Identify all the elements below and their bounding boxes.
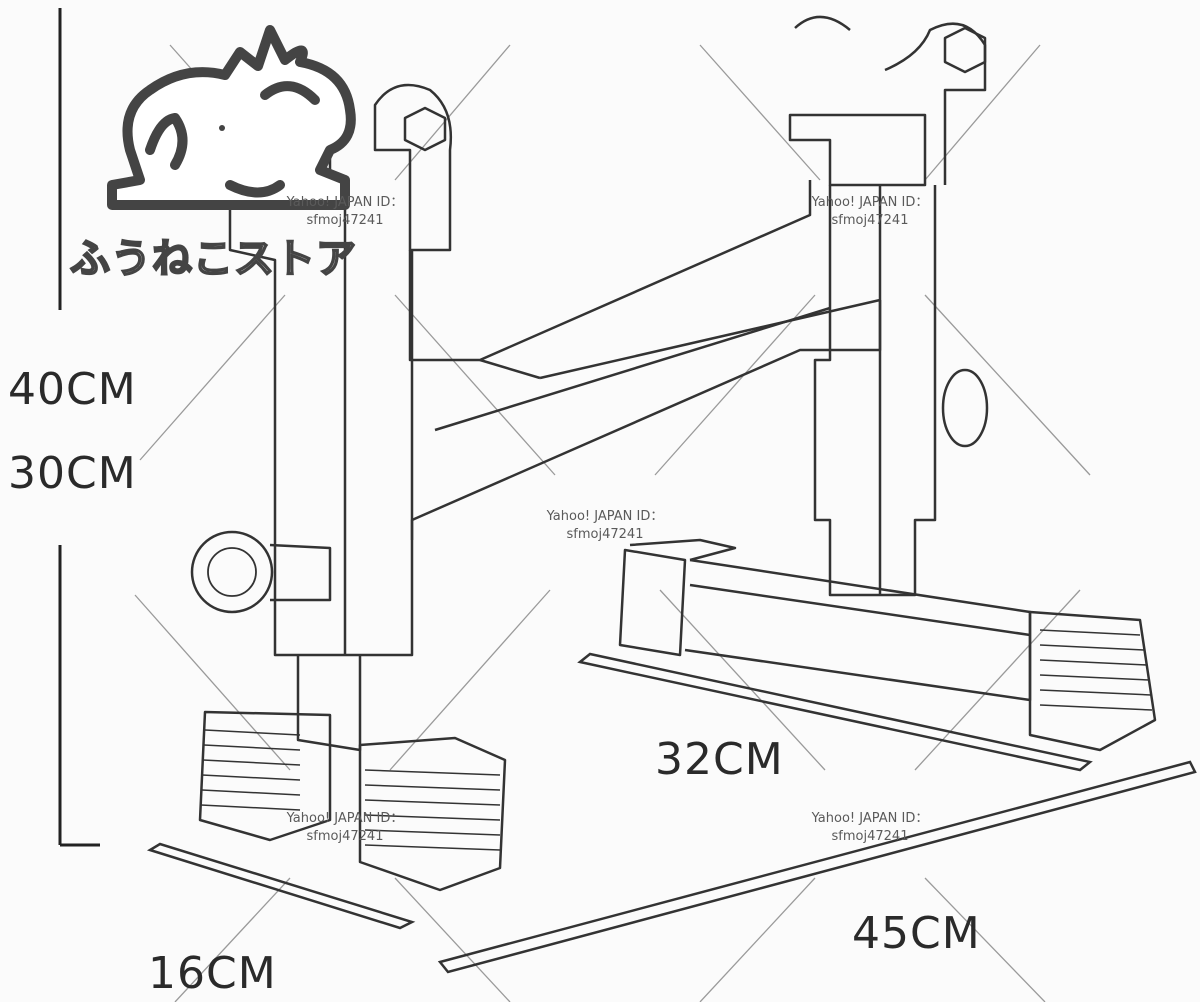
watermark: Yahoo! JAPAN ID：sfmoj47241 <box>546 509 664 542</box>
watermark-cross-lines <box>134 44 1091 1002</box>
height-max-label: 40CM <box>8 364 137 415</box>
foot-depth-label: 16CM <box>148 948 277 999</box>
base-plates <box>146 652 1197 974</box>
foot-length-label: 32CM <box>655 734 784 785</box>
watermark: Yahoo! JAPAN ID：sfmoj47241 <box>286 811 404 844</box>
store-name: ふうねこストア <box>69 235 357 283</box>
height-dimension-bracket <box>58 8 100 847</box>
watermark: Yahoo! JAPAN ID：sfmoj47241 <box>811 811 929 844</box>
cat-silhouette-icon <box>107 25 356 210</box>
watermark: Yahoo! JAPAN ID：sfmoj47241 <box>811 195 929 228</box>
watermark: Yahoo! JAPAN ID：sfmoj47241 <box>286 195 404 228</box>
height-min-label: 30CM <box>8 448 137 499</box>
overall-width-label: 45CM <box>852 908 981 959</box>
